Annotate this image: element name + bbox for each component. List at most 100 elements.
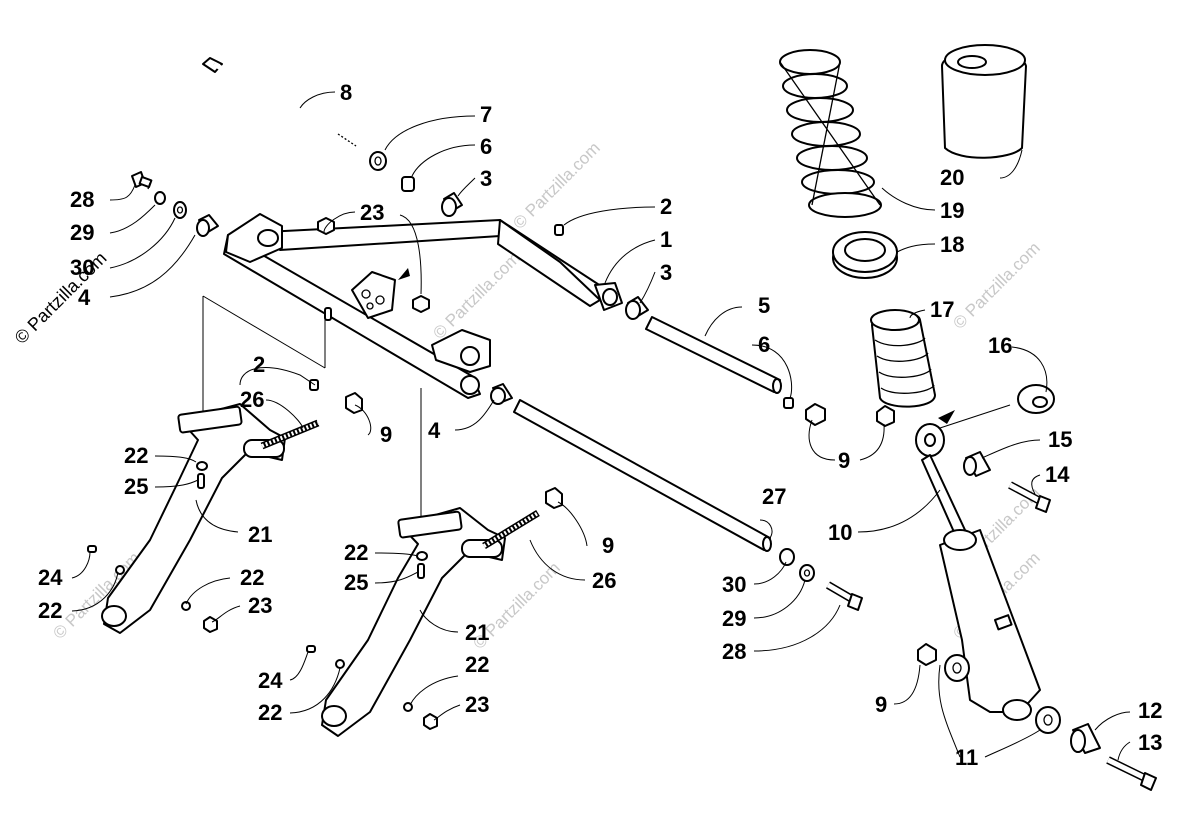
stud-part [482,510,540,549]
shaft-part [513,399,772,552]
grease-fitting-part [324,307,332,321]
bushing-part [441,192,463,217]
callout-label: 19 [940,198,964,223]
coil-spring-part [779,49,882,218]
callout-label: 18 [940,232,964,257]
nut-part [805,403,826,426]
spacer-part [963,451,991,477]
bump-stop-part [870,309,936,408]
leader-lines [71,91,1131,761]
bushing-part [783,397,794,409]
callout-label: 22 [344,540,368,565]
callout-label: 2 [660,194,672,219]
callout-label: 15 [1048,427,1072,452]
callout-label: 24 [38,565,63,590]
bushing-part [490,383,513,405]
bolt-part [131,171,153,190]
nut-part [545,487,563,509]
screw-part [87,545,97,553]
callout-label: 22 [124,443,148,468]
watermark: © Partzilla.com [429,248,523,342]
callout-label: 1 [660,227,672,252]
callout-label: 26 [592,568,616,593]
spring-retainer-part [832,231,898,279]
nut-part [345,392,363,414]
callout-label: 28 [722,639,746,664]
callout-label: 30 [722,572,746,597]
callout-label: 9 [838,448,850,473]
callout-label: 10 [828,520,852,545]
bolt-part [825,581,863,611]
bushing-part [625,296,649,320]
callout-label: 17 [930,297,954,322]
washer-part [173,201,187,219]
callout-label: 23 [360,200,384,225]
callout-label: 11 [955,745,978,770]
washer-part [369,151,387,171]
callout-label: 3 [480,166,492,191]
callout-label: 27 [762,484,786,509]
callout-label: 3 [660,260,672,285]
dust-boot-part [941,44,1027,159]
nut-part [203,616,218,633]
callout-label: 4 [78,285,91,310]
callout-label: 6 [480,134,492,159]
nut-part [876,405,895,427]
callout-label: 29 [722,606,746,631]
callout-label: 9 [380,422,392,447]
washer-part [181,601,191,611]
screw-part [306,645,316,653]
callout-label: 6 [758,332,770,357]
callout-label: 22 [258,700,282,725]
grease-fitting-part [309,379,319,391]
screw-part [197,473,205,489]
alignment-lines [202,295,422,524]
bushing-part [1035,706,1061,734]
shaft-part [645,316,782,394]
callout-label: 21 [248,522,272,547]
callout-label: 21 [465,620,489,645]
swing-arm-frame-part [223,213,623,399]
callout-label: 23 [248,593,272,618]
callout-label: 23 [465,692,489,717]
washer-part [416,551,428,561]
grease-fitting-part [554,224,564,236]
callout-label: 9 [875,692,887,717]
callout-label: 22 [240,565,264,590]
callout-label: 4 [428,418,441,443]
washer-part [779,548,795,566]
callout-label: 7 [480,102,492,127]
callout-label: 30 [70,255,94,280]
bolt-part [1106,756,1157,791]
callout-label: 25 [344,570,368,595]
callout-labels: 8 7 6 3 2 23 1 3 28 29 30 4 5 6 2 26 9 4… [38,80,1162,770]
copyright-watermark: © Partzilla.com [11,248,111,348]
callout-label: 29 [70,220,94,245]
washer-part [115,565,125,575]
nut-part [423,713,438,730]
callout-label: 28 [70,187,94,212]
bushing-part [944,654,970,682]
washer-part [799,564,815,582]
callout-label: 13 [1138,730,1162,755]
nut-part [412,295,430,313]
callout-label: 12 [1138,698,1162,723]
shock-absorber-part [915,410,1041,721]
stud-part [260,419,320,450]
bushing-part [401,176,415,192]
callout-label: 8 [340,80,352,105]
spacer-part [1070,723,1101,754]
callout-label: 5 [758,293,770,318]
bolt-part [1008,481,1051,513]
nut-part [917,643,937,666]
long-bolt-part [202,57,358,149]
callout-label: 26 [240,387,264,412]
washer-part [196,461,208,471]
callout-label: 20 [940,165,964,190]
watermark: © Partzilla.com [509,138,603,232]
washer-part [335,659,345,669]
callout-label: 25 [124,474,148,499]
callout-label: 9 [602,533,614,558]
callout-label: 14 [1045,462,1070,487]
